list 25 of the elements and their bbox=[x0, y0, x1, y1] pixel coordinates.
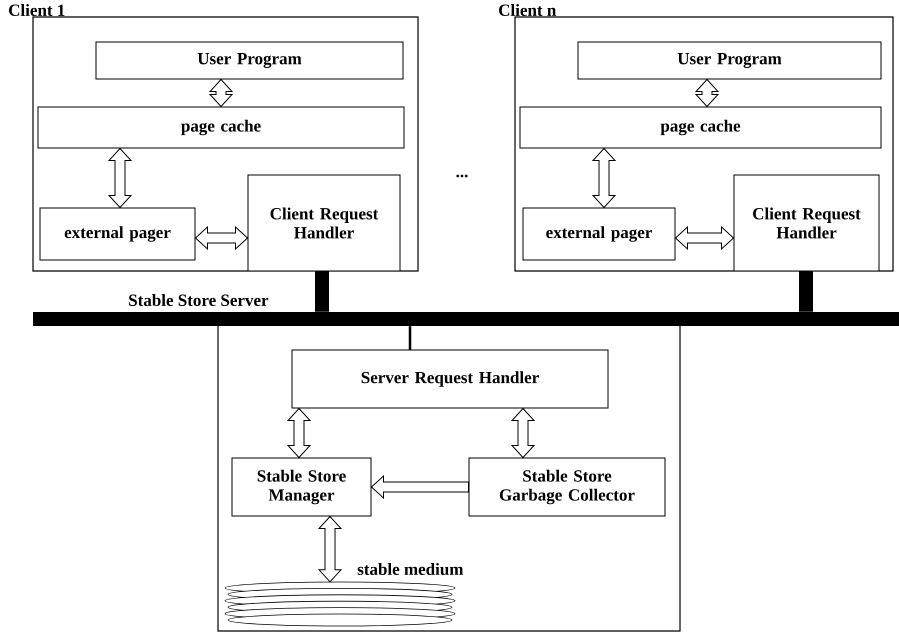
network-bus bbox=[33, 312, 899, 326]
process-box: Client Request Handler bbox=[734, 174, 880, 272]
arrow bbox=[370, 474, 469, 500]
container-box bbox=[9, 4, 419, 272]
container-box bbox=[499, 4, 894, 272]
ellipsis: ... bbox=[456, 174, 468, 178]
group-heading: Stable Store Server bbox=[129, 294, 268, 306]
process-box: User Program bbox=[578, 42, 882, 80]
process-box: User Program bbox=[96, 42, 404, 80]
process-box: Stable Store Garbage Collector bbox=[468, 458, 666, 516]
disk-stack bbox=[224, 582, 456, 626]
connector-line bbox=[799, 272, 813, 312]
process-box: external pager bbox=[522, 208, 676, 260]
disk-label: stable medium bbox=[358, 563, 464, 575]
connector-line bbox=[315, 272, 329, 312]
process-box: Client Request Handler bbox=[248, 174, 400, 272]
process-box: Stable Store Manager bbox=[232, 458, 372, 516]
group-heading: Client 1 bbox=[9, 4, 64, 16]
process-box: page cache bbox=[38, 106, 404, 148]
process-box: page cache bbox=[520, 106, 882, 148]
process-box: external pager bbox=[40, 208, 196, 260]
container-box bbox=[129, 294, 681, 632]
connector-line bbox=[408, 326, 412, 350]
process-box: Server Request Handler bbox=[292, 350, 608, 408]
group-heading: Client n bbox=[499, 4, 556, 16]
